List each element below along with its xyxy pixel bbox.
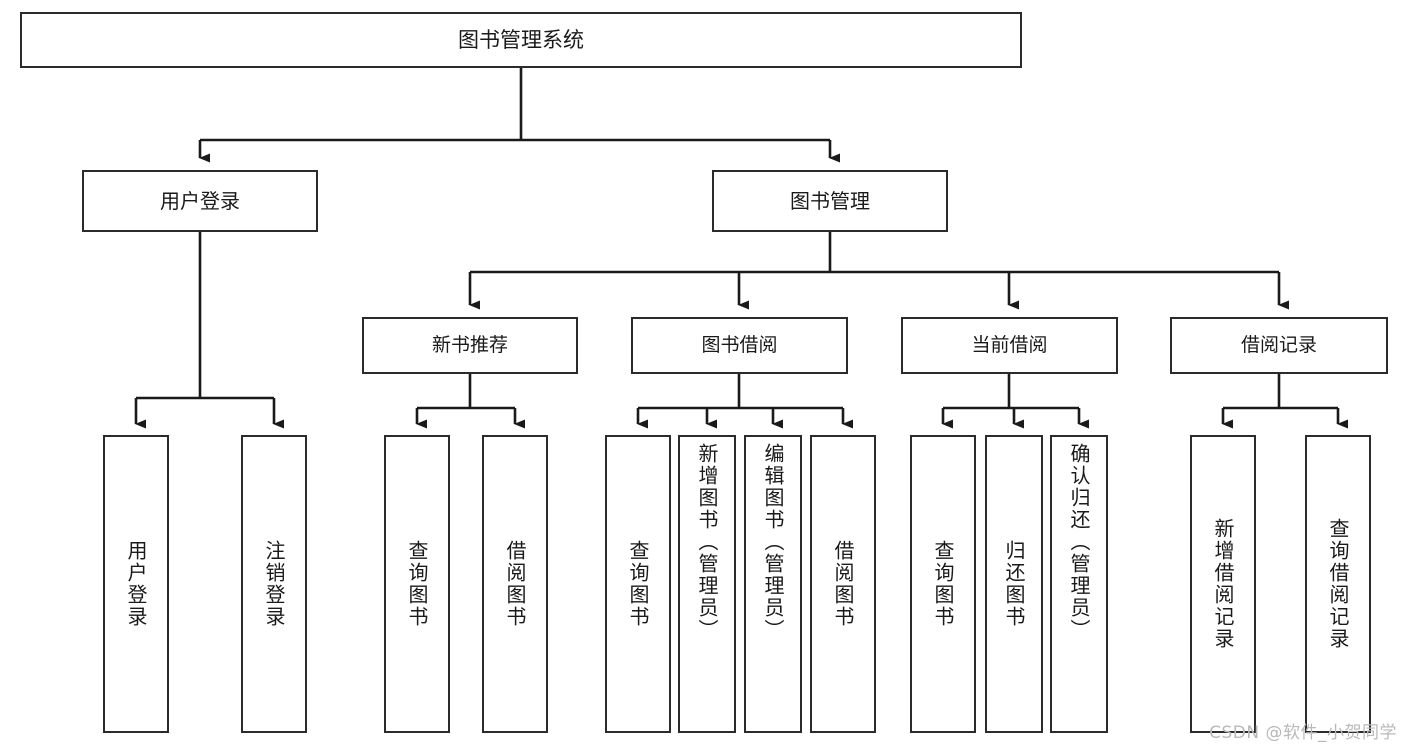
node-leaf-confirm-return[interactable]: 确认归还（管理员） [1050,435,1108,733]
node-leaf-add-book[interactable]: 新增图书（管理员） [678,435,736,733]
node-new-book-recommend-label: 新书推荐 [431,333,508,356]
node-book-manage-label: 图书管理 [790,188,870,213]
node-user-login[interactable]: 用户登录 [82,170,318,232]
node-leaf-borrow-book-2-label: 借阅图书 [831,540,855,628]
node-leaf-query-book-1[interactable]: 查询图书 [384,435,450,733]
node-leaf-borrow-book-1[interactable]: 借阅图书 [482,435,548,733]
node-leaf-add-record-label: 新增借阅记录 [1211,518,1235,650]
node-root[interactable]: 图书管理系统 [20,12,1022,68]
node-leaf-query-book-3[interactable]: 查询图书 [910,435,976,733]
node-borrow-record[interactable]: 借阅记录 [1170,317,1388,374]
csdn-watermark: CSDN @软件_小贺同学 [1209,723,1397,743]
node-leaf-query-book-1-label: 查询图书 [405,540,429,628]
node-book-borrow[interactable]: 图书借阅 [631,317,848,374]
node-leaf-confirm-return-label: 确认归还（管理员） [1067,443,1091,641]
node-leaf-return-book-label: 归还图书 [1002,540,1026,628]
node-leaf-edit-book-label: 编辑图书（管理员） [761,443,785,641]
node-book-borrow-label: 图书借阅 [701,333,778,356]
node-leaf-query-book-2-label: 查询图书 [626,540,650,628]
node-leaf-logout[interactable]: 注销登录 [241,435,307,733]
node-leaf-return-book[interactable]: 归还图书 [985,435,1043,733]
node-current-borrow[interactable]: 当前借阅 [901,317,1118,374]
node-borrow-record-label: 借阅记录 [1240,333,1317,356]
node-leaf-add-record[interactable]: 新增借阅记录 [1190,435,1256,733]
node-root-label: 图书管理系统 [458,27,584,52]
node-leaf-user-login-label: 用户登录 [124,540,148,628]
node-leaf-query-book-3-label: 查询图书 [931,540,955,628]
node-new-book-recommend[interactable]: 新书推荐 [362,317,578,374]
node-leaf-query-record-label: 查询借阅记录 [1326,518,1350,650]
node-leaf-borrow-book-1-label: 借阅图书 [503,540,527,628]
node-leaf-logout-label: 注销登录 [262,540,286,628]
node-leaf-add-book-label: 新增图书（管理员） [695,443,719,641]
node-leaf-edit-book[interactable]: 编辑图书（管理员） [744,435,802,733]
node-leaf-query-record[interactable]: 查询借阅记录 [1305,435,1371,733]
node-current-borrow-label: 当前借阅 [971,333,1048,356]
node-leaf-user-login[interactable]: 用户登录 [103,435,169,733]
node-leaf-query-book-2[interactable]: 查询图书 [605,435,671,733]
node-leaf-borrow-book-2[interactable]: 借阅图书 [810,435,876,733]
node-book-manage[interactable]: 图书管理 [712,170,948,232]
node-user-login-label: 用户登录 [160,188,240,213]
